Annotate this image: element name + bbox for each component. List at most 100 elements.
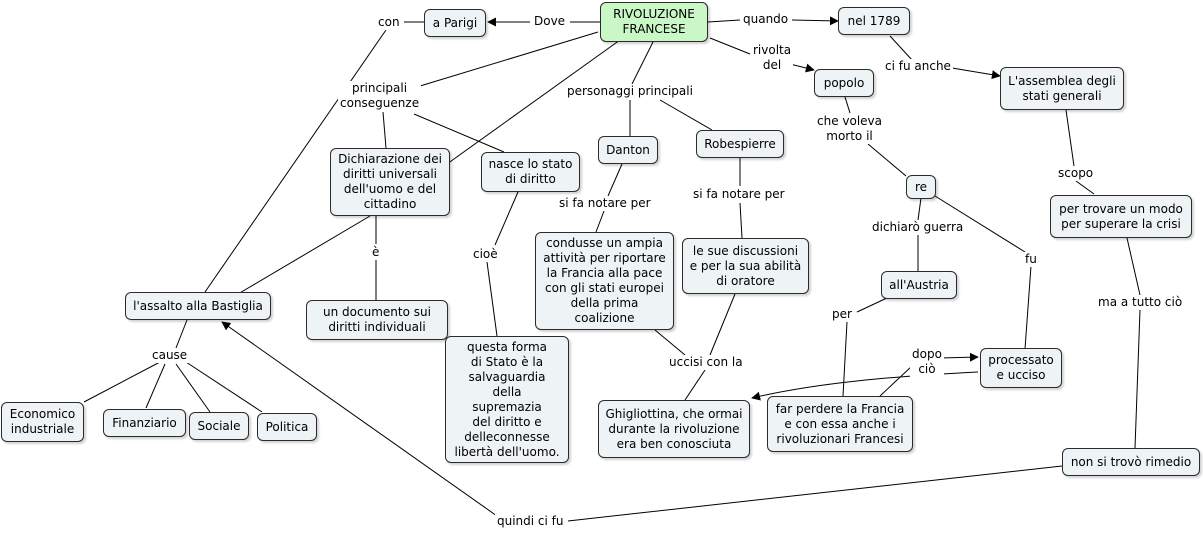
node-non-si-trovo-rimedio[interactable]: non si trovò rimedio bbox=[1062, 448, 1200, 476]
label-scopo: scopo bbox=[1056, 166, 1096, 181]
node-stato-diritto-text: nasce lo stato di diritto bbox=[488, 157, 573, 186]
label-e: è bbox=[370, 245, 382, 260]
node-a-parigi[interactable]: a Parigi bbox=[424, 9, 486, 37]
edge-root-rivolta bbox=[709, 37, 751, 55]
edge-matutto-rimedio bbox=[1134, 309, 1141, 449]
edge-scopo-trovare bbox=[1075, 180, 1095, 195]
edge-quando-1789 bbox=[791, 16, 839, 26]
node-assemblea-text: L'assemblea degli stati generali bbox=[1008, 73, 1116, 103]
node-trovare-text: per trovare un modo per superare la cris… bbox=[1059, 201, 1183, 231]
node-processato-ucciso[interactable]: processato e ucciso bbox=[980, 348, 1062, 388]
edge-rimedio-quindi bbox=[567, 465, 1063, 522]
edge-cioe-forma bbox=[486, 261, 498, 337]
label-cause: cause bbox=[150, 348, 190, 363]
node-all-austria-text: all'Austria bbox=[889, 277, 949, 292]
label-quindi-ci-fu: quindi ci fu bbox=[495, 514, 566, 529]
edge-1789-cifu bbox=[889, 35, 913, 61]
node-assemblea-stati-generali[interactable]: L'assemblea degli stati generali bbox=[1000, 67, 1124, 110]
node-popolo[interactable]: popolo bbox=[814, 69, 874, 97]
node-rivoluzione-francese-text: RIVOLUZIONE FRANCESE bbox=[613, 7, 695, 36]
edge-assemblea-scopo bbox=[1065, 109, 1075, 167]
edge-root-conseguenze bbox=[419, 31, 599, 87]
edge-danton-notare bbox=[607, 163, 623, 197]
edge-root-dichiarazione bbox=[446, 39, 621, 165]
label-ma-a-tutto-cio: ma a tutto ciò bbox=[1096, 295, 1185, 310]
edge-cause-politica bbox=[185, 361, 263, 413]
label-principali-conseguenze: principali conseguenze bbox=[338, 81, 422, 111]
edge-root-personaggi bbox=[631, 37, 656, 85]
node-danton-text: Danton bbox=[606, 142, 650, 157]
node-robespierre-text: Robespierre bbox=[704, 136, 776, 151]
edge-quindi-bastiglia bbox=[221, 321, 498, 517]
label-quando: quando bbox=[741, 12, 791, 27]
node-finanziario[interactable]: Finanziario bbox=[103, 409, 186, 437]
label-cioe: cioè bbox=[471, 247, 500, 262]
edge-re-dichiaro bbox=[917, 197, 922, 221]
node-economico-text: Economico industriale bbox=[9, 407, 76, 436]
node-robespierre[interactable]: Robespierre bbox=[696, 130, 784, 158]
node-nel-1789-text: nel 1789 bbox=[847, 13, 901, 28]
node-rivoluzione-francese[interactable]: RIVOLUZIONE FRANCESE bbox=[600, 2, 708, 42]
node-ghigliottina[interactable]: Ghigliottina, che ormai durante la rivol… bbox=[598, 400, 750, 458]
edge-processato-ghigliottina bbox=[751, 371, 979, 401]
node-politica[interactable]: Politica bbox=[257, 413, 317, 441]
edge-notare-dantondesc bbox=[595, 210, 605, 233]
node-robespierre-descrizione[interactable]: le sue discussioni e per la sua abilità … bbox=[682, 238, 809, 294]
node-dichiarazione-diritti[interactable]: Dichiarazione dei diritti universali del… bbox=[330, 148, 450, 216]
node-far-perdere-francia[interactable]: far perdere la Francia e con essa anche … bbox=[767, 396, 913, 452]
edge-trovare-matutto bbox=[1126, 237, 1141, 296]
edge-re-fu bbox=[934, 195, 1026, 253]
edge-dopo-processato bbox=[939, 352, 979, 362]
edge-perdere-dopo bbox=[879, 365, 913, 397]
edge-con-bastiglia bbox=[204, 29, 387, 293]
node-documento-diritti[interactable]: un documento sui diritti individuali bbox=[306, 300, 448, 340]
node-finanziario-text: Finanziario bbox=[112, 415, 177, 430]
node-danton-descrizione[interactable]: condusse un ampia attività per riportare… bbox=[535, 232, 674, 330]
label-fu: fu bbox=[1023, 252, 1039, 267]
node-danton[interactable]: Danton bbox=[598, 136, 658, 164]
node-popolo-text: popolo bbox=[823, 75, 865, 90]
node-re[interactable]: re bbox=[906, 175, 936, 199]
label-uccisi-con-la: uccisi con la bbox=[667, 355, 745, 370]
edge-austria-per bbox=[856, 297, 888, 313]
node-dichiarazione-text: Dichiarazione dei diritti universali del… bbox=[338, 152, 442, 211]
node-re-text: re bbox=[914, 179, 928, 194]
node-ghigliottina-text: Ghigliottina, che ormai durante la rivol… bbox=[605, 406, 743, 451]
edge-robespierredesc-uccisi bbox=[709, 293, 736, 356]
label-si-fa-notare-danton: si fa notare per bbox=[557, 196, 653, 211]
edge-dichiarazione-bastiglia bbox=[237, 215, 371, 295]
edge-popolo-voleva bbox=[844, 96, 851, 114]
node-forma-di-stato[interactable]: questa forma di Stato è la salvaguardia … bbox=[445, 336, 569, 463]
edge-cause-finanziario bbox=[145, 363, 166, 409]
edge-voleva-re bbox=[867, 143, 907, 177]
label-dove: Dove bbox=[532, 14, 568, 29]
edge-dantondesc-uccisi bbox=[654, 329, 686, 356]
edge-rivolta-popolo bbox=[789, 63, 815, 73]
node-stato-di-diritto[interactable]: nasce lo stato di diritto bbox=[481, 152, 580, 192]
node-economico-industriale[interactable]: Economico industriale bbox=[1, 402, 84, 442]
edge-conseguenze-stato bbox=[413, 113, 505, 153]
node-perdere-text: far perdere la Francia e con essa anche … bbox=[775, 401, 905, 446]
edge-cause-economico bbox=[83, 361, 161, 403]
node-a-parigi-text: a Parigi bbox=[432, 15, 478, 30]
label-dichiaro-guerra: dichiarò guerra bbox=[870, 220, 966, 235]
node-trovare-modo[interactable]: per trovare un modo per superare la cris… bbox=[1050, 195, 1192, 238]
node-forma-stato-text: questa forma di Stato è la salvaguardia … bbox=[454, 339, 560, 459]
node-politica-text: Politica bbox=[265, 419, 309, 434]
edge-personaggi-robespierre bbox=[659, 99, 713, 131]
edge-conseguenze-dichiarazione bbox=[382, 111, 387, 149]
node-sociale-text: Sociale bbox=[197, 418, 241, 433]
node-sociale[interactable]: Sociale bbox=[189, 412, 249, 440]
node-danton-desc-text: condusse un ampia attività per riportare… bbox=[543, 236, 666, 325]
label-che-voleva-morto: che voleva morto il bbox=[815, 114, 885, 144]
node-nel-1789[interactable]: nel 1789 bbox=[838, 7, 910, 35]
edge-fu-processato bbox=[1024, 265, 1032, 350]
label-ci-fu-anche: ci fu anche bbox=[883, 59, 953, 74]
node-documento-text: un documento sui diritti individuali bbox=[323, 305, 431, 334]
node-all-austria[interactable]: all'Austria bbox=[881, 271, 957, 299]
node-assalto-bastiglia[interactable]: l'assalto alla Bastiglia bbox=[125, 292, 271, 320]
edge-bastiglia-cause bbox=[175, 319, 188, 349]
edge-cifu-assemblea bbox=[951, 67, 1001, 80]
